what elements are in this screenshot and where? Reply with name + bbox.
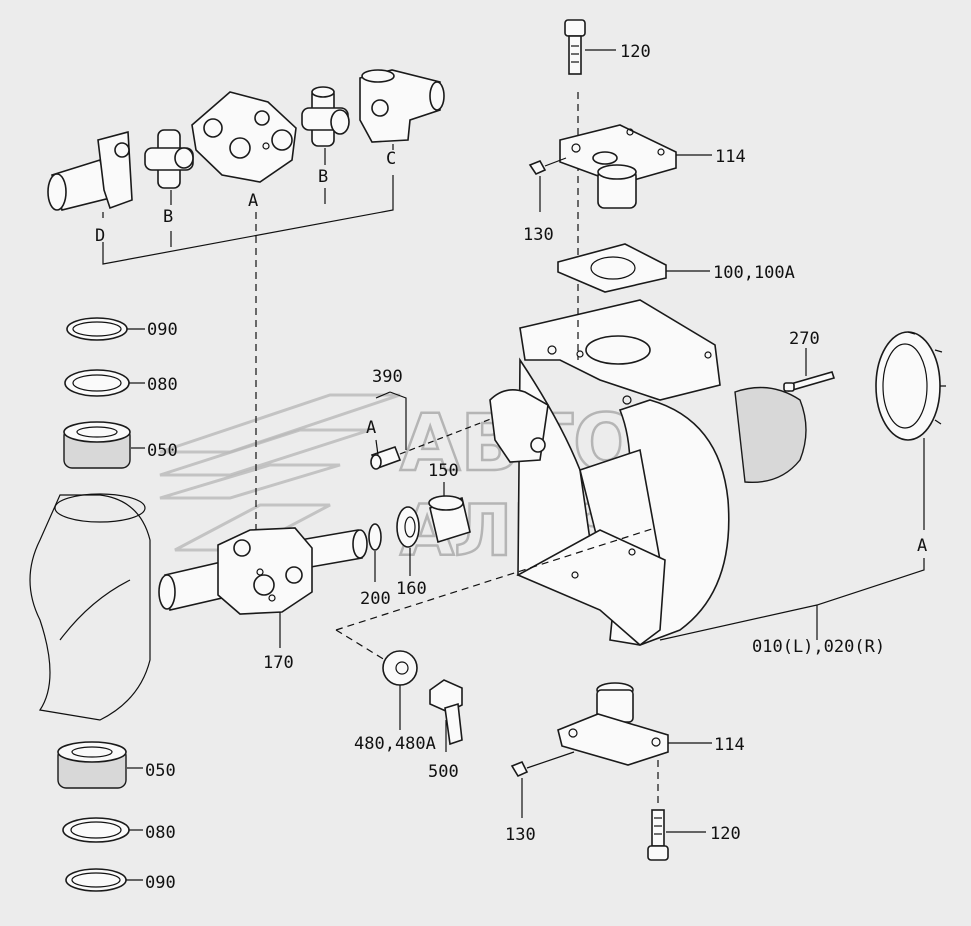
main-housing (489, 92, 807, 647)
label-114-bot: 114 (714, 735, 745, 755)
label-100: 100,100A (713, 263, 795, 283)
label-050-top: 050 (147, 441, 178, 461)
label-010-020: 010(L),020(R) (752, 637, 885, 657)
label-130-bot: 130 (505, 825, 536, 845)
label-114-top: 114 (715, 147, 746, 167)
yoke-d (47, 130, 133, 211)
label-480: 480,480A (354, 734, 436, 754)
label-130-top: 130 (523, 225, 554, 245)
label-120-top: 120 (620, 42, 651, 62)
label-050-bot: 050 (145, 761, 176, 781)
label-200: 200 (360, 589, 391, 609)
center-block-a (191, 91, 297, 183)
ring-nut: A 010(L),020(R) (659, 331, 946, 657)
cover-114-bottom: 114 (557, 682, 745, 808)
washer-480-bolt-500: 480,480A 500 (335, 527, 656, 782)
gasket-100: 100,100A (557, 243, 795, 293)
label-d: D (95, 226, 105, 246)
label-b1: B (163, 207, 173, 227)
label-160: 160 (396, 579, 427, 599)
label-500: 500 (428, 762, 459, 782)
label-a-390: A (366, 418, 376, 438)
sensor-270: 270 (783, 329, 836, 392)
label-a-right: A (917, 536, 927, 556)
label-080-bot: 080 (145, 823, 176, 843)
label-170: 170 (263, 653, 294, 673)
cross-b2 (301, 86, 350, 147)
label-120-bot: 120 (710, 824, 741, 844)
nipple-130-bottom: 130 (505, 751, 575, 845)
bolt-120-top: 120 (564, 19, 651, 75)
universal-joint-group: D B A B C (47, 69, 445, 540)
label-150: 150 (428, 461, 459, 481)
label-090-bot: 090 (145, 873, 176, 893)
label-390: 390 (372, 367, 403, 387)
left-bearing-stack: 090 080 050 050 080 090 (29, 317, 178, 893)
label-270: 270 (789, 329, 820, 349)
label-090-top: 090 (147, 320, 178, 340)
yoke-c (359, 69, 445, 143)
nipple-130-top: 130 (523, 157, 567, 245)
label-a-top: A (248, 191, 258, 211)
label-b2: B (318, 167, 328, 187)
cross-b1 (144, 129, 194, 189)
label-080-top: 080 (147, 375, 178, 395)
cover-114-top: 114 (559, 124, 746, 209)
label-c: C (386, 149, 396, 169)
bolt-120-bottom: 120 (647, 809, 741, 861)
joint-170: 170 (158, 527, 368, 673)
